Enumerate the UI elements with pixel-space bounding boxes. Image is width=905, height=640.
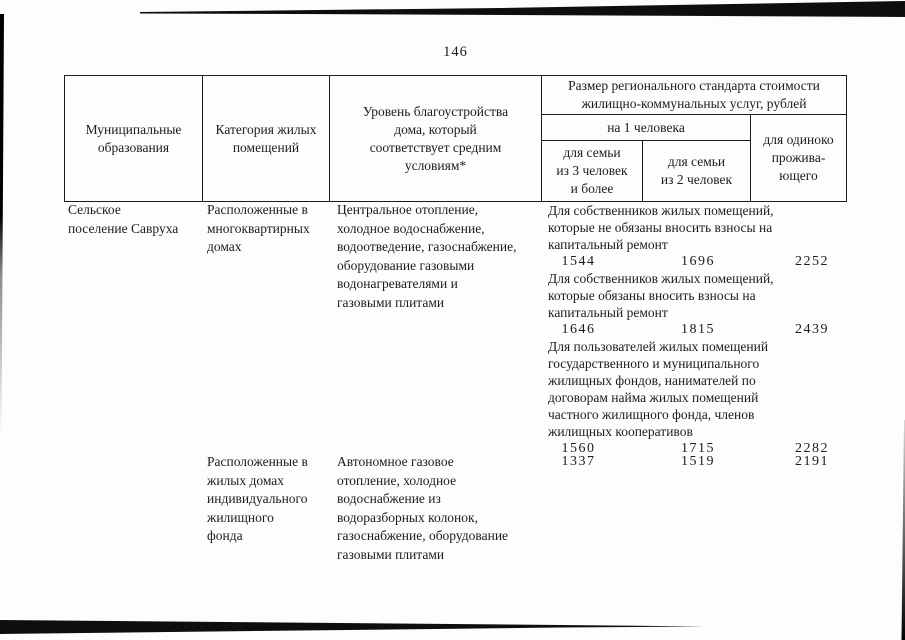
tariff-values-row: 1646 1815 2439 bbox=[543, 321, 846, 338]
tariff-group-label: Для пользователей жилых помещений госуда… bbox=[548, 339, 769, 439]
scan-artifact-top-edge bbox=[140, 1, 905, 17]
tariff-values-row: 1544 1696 2252 bbox=[543, 253, 846, 270]
value-single: 2282 bbox=[795, 441, 829, 456]
tariff-group-label: Для собственников жилых помещений, котор… bbox=[548, 203, 774, 252]
value-family-3: 1560 bbox=[561, 441, 596, 456]
header-standard-size: Размер регионального стандарта стоимости… bbox=[540, 75, 848, 115]
page-number: 146 bbox=[443, 44, 468, 60]
row1-category: Расположенные в многоквартирных домах bbox=[207, 202, 310, 254]
tariff-values-row: 1560 1715 2282 bbox=[543, 440, 846, 457]
header-family-of-3: для семьи из 3 человек и более bbox=[541, 140, 643, 202]
header-amenities: Уровень благоустройства дома, который со… bbox=[329, 75, 542, 202]
header-per-person: на 1 человека bbox=[541, 114, 751, 141]
tariff-table-header: Муниципальные образования Категория жилы… bbox=[64, 75, 848, 202]
value-single: 2439 bbox=[795, 322, 829, 337]
row1-municipality: Сельское поселение Савруха bbox=[68, 202, 179, 236]
value-family-2: 1696 bbox=[681, 254, 715, 269]
row2-tariff-values: 1337 1519 2191 bbox=[543, 453, 846, 470]
value-family-3: 1337 bbox=[561, 454, 596, 469]
header-category: Категория жилых помещений bbox=[202, 75, 330, 202]
row2-amenities: Автономное газовое отопление, холодное в… bbox=[337, 454, 509, 562]
tariff-values-row: 1337 1519 2191 bbox=[543, 453, 846, 470]
header-single-resident: для одиноко прожива- ющего bbox=[749, 114, 848, 202]
tariff-group-label: Для собственников жилых помещений, котор… bbox=[548, 271, 774, 320]
value-family-3: 1544 bbox=[561, 254, 596, 269]
row2-category: Расположенные в жилых домах индивидуальн… bbox=[207, 454, 308, 543]
row1-amenities: Центральное отопление, холодное водоснаб… bbox=[337, 202, 517, 310]
value-family-3: 1646 bbox=[561, 322, 596, 337]
scan-artifact-bottom-edge bbox=[0, 620, 705, 634]
header-municipalities: Муниципальные образования bbox=[64, 75, 203, 202]
scan-artifact-left-edge bbox=[0, 14, 4, 434]
value-single: 2252 bbox=[795, 254, 829, 269]
value-family-2: 1815 bbox=[681, 322, 715, 337]
value-family-2: 1519 bbox=[681, 454, 715, 469]
scan-artifact-right-edge bbox=[901, 420, 905, 640]
value-single: 2191 bbox=[795, 454, 829, 469]
row1-tariff-values: Для собственников жилых помещений, котор… bbox=[543, 202, 846, 457]
header-family-of-2: для семьи из 2 человек bbox=[642, 140, 751, 202]
value-family-2: 1715 bbox=[681, 441, 715, 456]
